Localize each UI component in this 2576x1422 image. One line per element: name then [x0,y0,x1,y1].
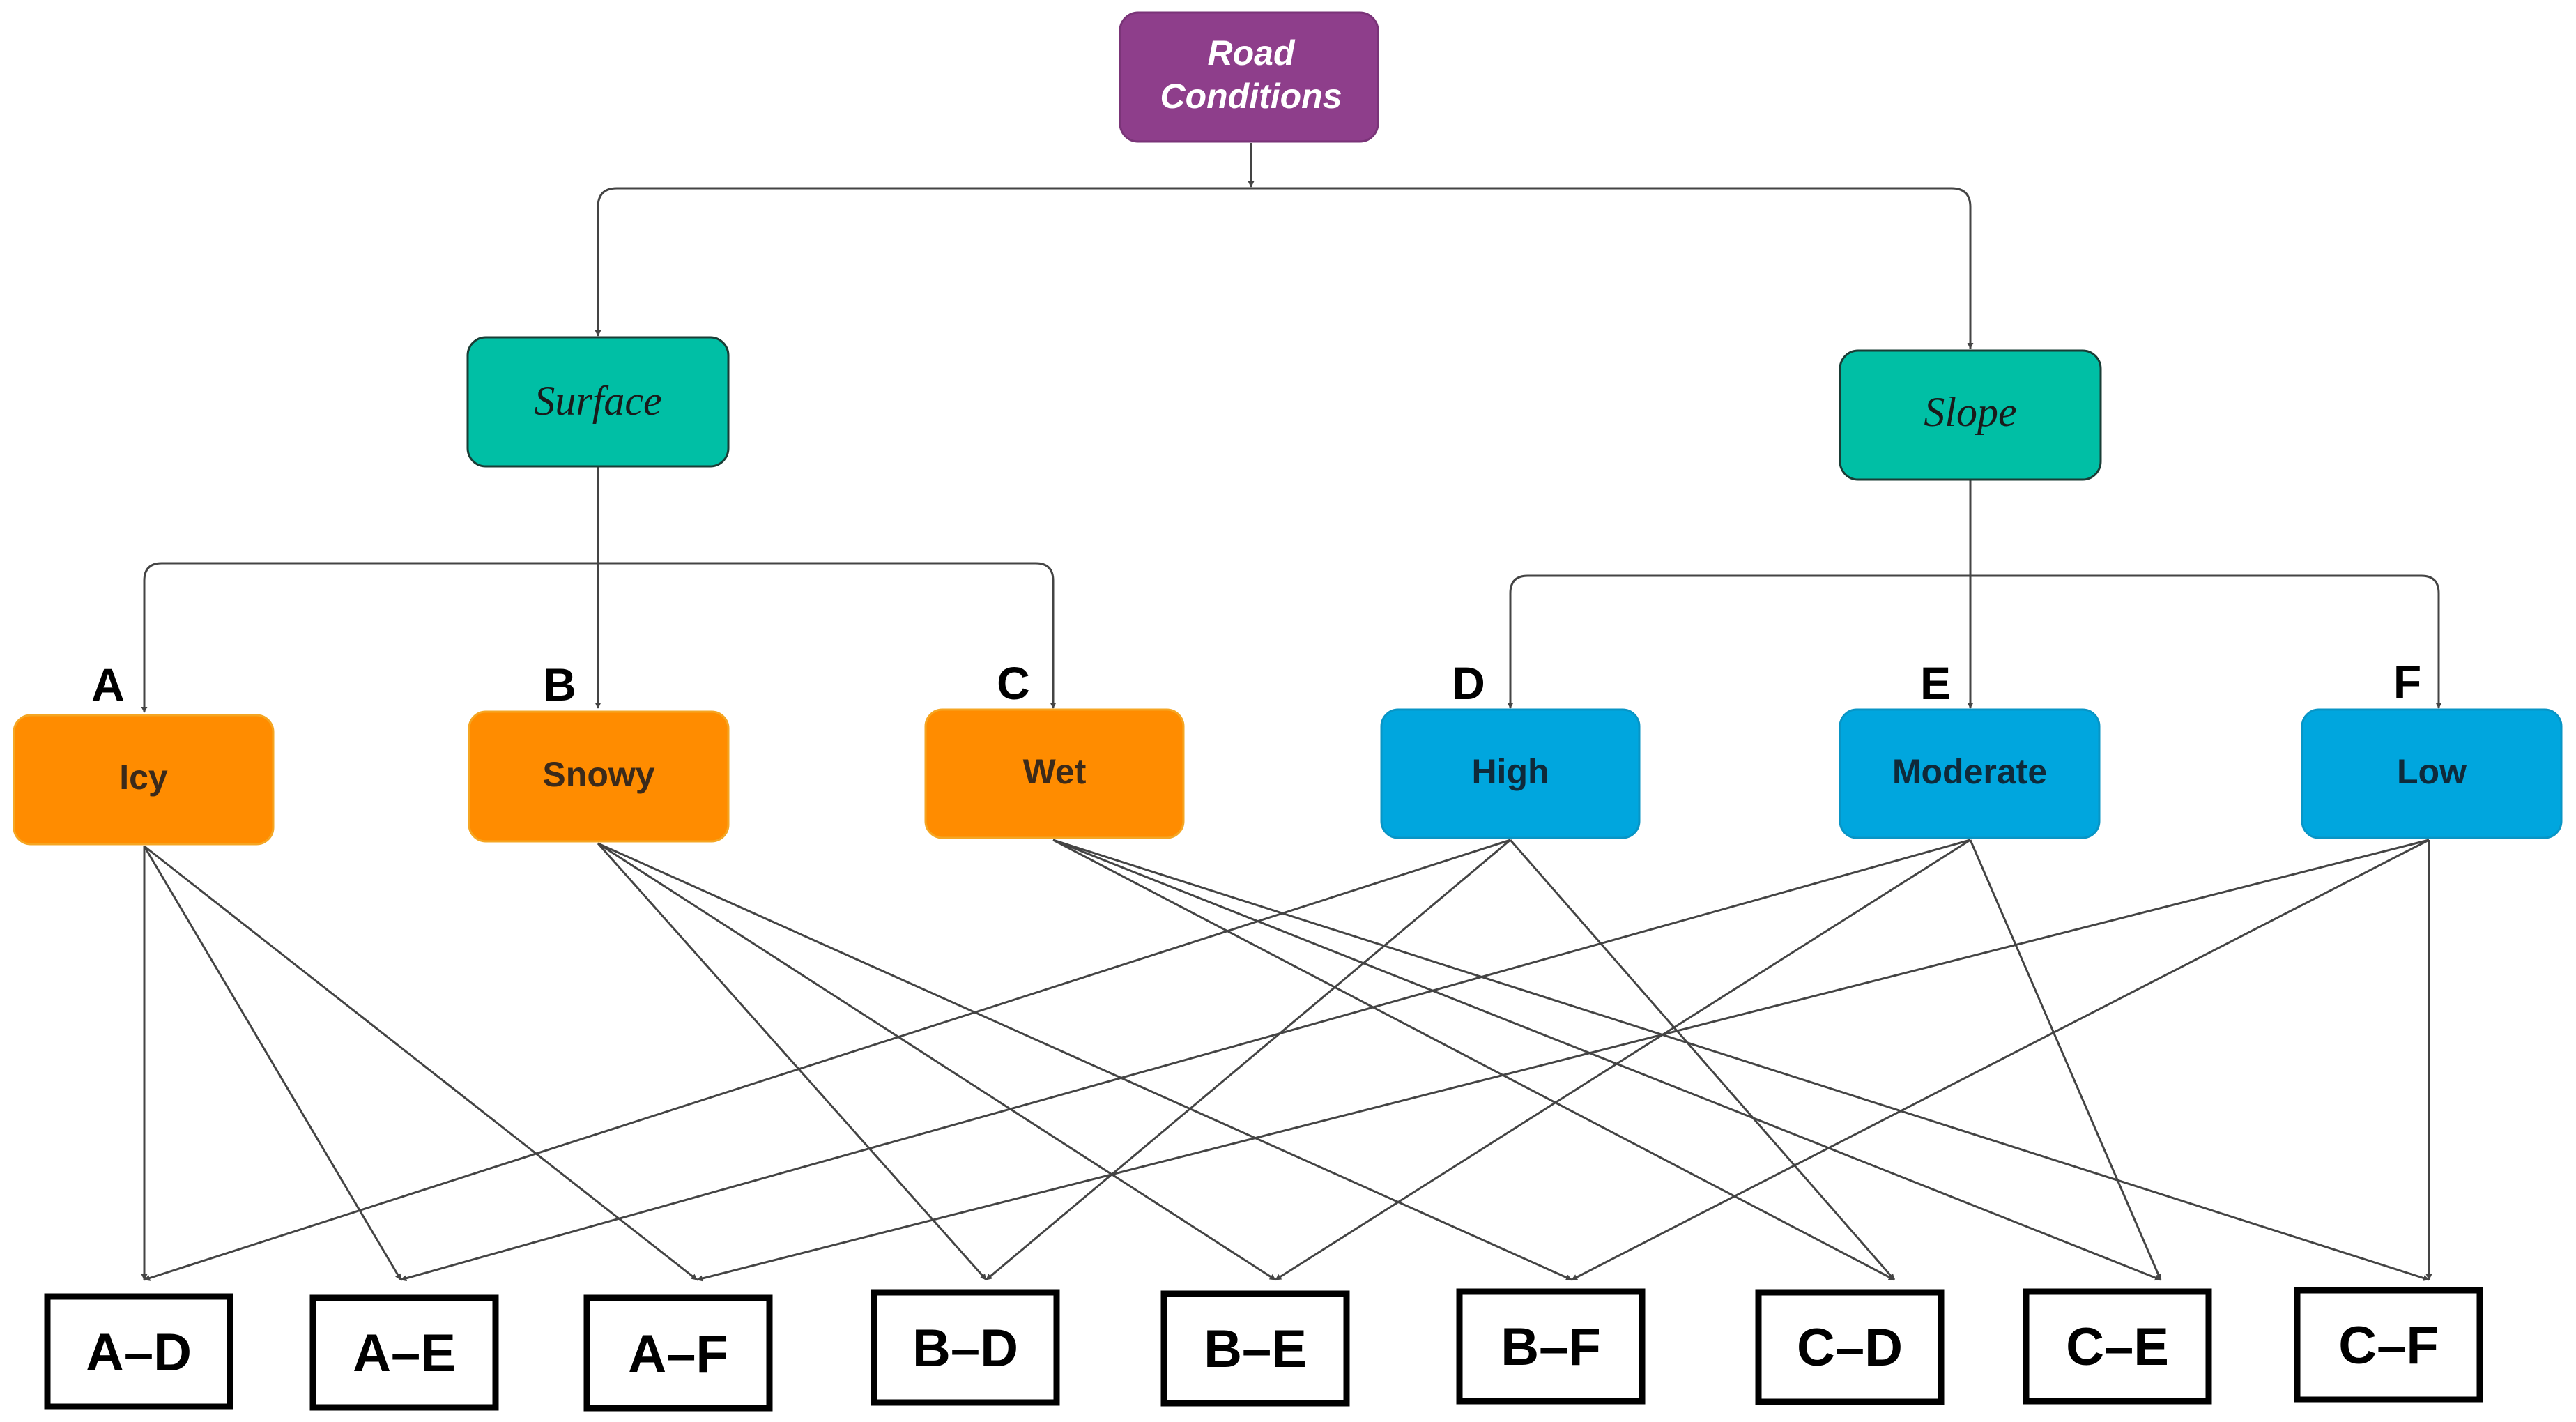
level-letter-e: E [1920,657,1951,709]
level-letter-f: F [2393,656,2421,708]
combination-box-ae [309,1294,499,1411]
level-node-wet: Wet [924,708,1185,839]
combination-label-ad: A–D [86,1323,192,1382]
combination-label-ce: C–E [2066,1317,2169,1377]
combination-box-be [1160,1290,1350,1407]
arrow-moderate-to-be [1275,839,1971,1281]
level-node-moderate: Moderate [1839,708,2101,839]
combination-label-be: B–E [1204,1320,1307,1379]
arrow-root-to-slope [1251,187,1974,349]
combination-label-cd: C–D [1797,1318,1903,1377]
combination-box-af [583,1294,773,1412]
arrow-low-to-bf [1571,839,2430,1281]
group-label-surface: Surface [534,378,661,424]
level-letter-d: D [1452,657,1485,709]
level-node-icy: Icy [13,714,275,846]
combination-box-bd [871,1289,1060,1406]
combination-box-cf [2294,1287,2483,1403]
combination-label-ae: A–E [353,1324,456,1383]
combination-box-cd [1755,1289,1945,1405]
level-letter-b: B [543,659,576,710]
connector-lines [141,143,2442,1282]
arrow-high-to-bd [986,839,1511,1281]
combination-label-cf: C–F [2338,1316,2439,1375]
level-label-snowy: Snowy [542,755,654,794]
arrow-moderate-to-ce [1969,839,2162,1280]
combination-label-af: A–F [628,1324,728,1384]
root-node: Road Conditions [1119,11,1379,143]
combination-label-bd: B–D [912,1319,1018,1378]
root-label-line2: Conditions [1160,77,1342,116]
level-label-high: High [1471,752,1549,791]
level-label-icy: Icy [119,758,168,797]
combination-box-bf [1456,1288,1646,1405]
arrow-wet-to-cd [1052,839,1895,1281]
arrow-wet-to-ce [1052,839,2161,1281]
group-label-slope: Slope [1924,389,2016,435]
group-node-slope: Slope [1839,349,2102,481]
arrow-root-to-surface [595,187,1251,337]
level-label-moderate: Moderate [1892,752,2047,791]
arrow-wet-to-cf [1052,839,2430,1281]
arrow-snowy-to-bf [597,842,1572,1281]
arrow-high-to-ad [144,839,1511,1281]
arrow-snowy-to-be [597,842,1276,1281]
arrow-low-to-af [696,839,2430,1282]
combination-box-ce [2023,1288,2212,1405]
arrow-moderate-to-ae [400,839,1971,1282]
combination-box-ad [44,1293,233,1410]
arrow-surface-to-icy [141,562,598,713]
level-label-wet: Wet [1023,752,1087,791]
level-letter-c: C [997,657,1030,709]
level-node-high: High [1380,708,1641,839]
level-node-low: Low [2301,708,2563,839]
level-label-low: Low [2397,752,2467,791]
arrow-snowy-to-bd [597,843,988,1280]
level-node-snowy: Snowy [468,710,730,843]
arrow-icy-to-af [144,845,698,1281]
arrow-surface-to-wet [598,562,1057,709]
combination-label-bf: B–F [1501,1317,1601,1377]
arrow-slope-to-low [1970,574,2442,709]
root-label-line1: Road [1208,33,1296,72]
arrow-high-to-cd [1509,839,1896,1280]
group-node-surface: Surface [466,336,730,468]
level-letter-a: A [91,659,125,710]
arrow-slope-to-high [1507,574,1970,709]
arrow-icy-to-ae [143,846,402,1280]
